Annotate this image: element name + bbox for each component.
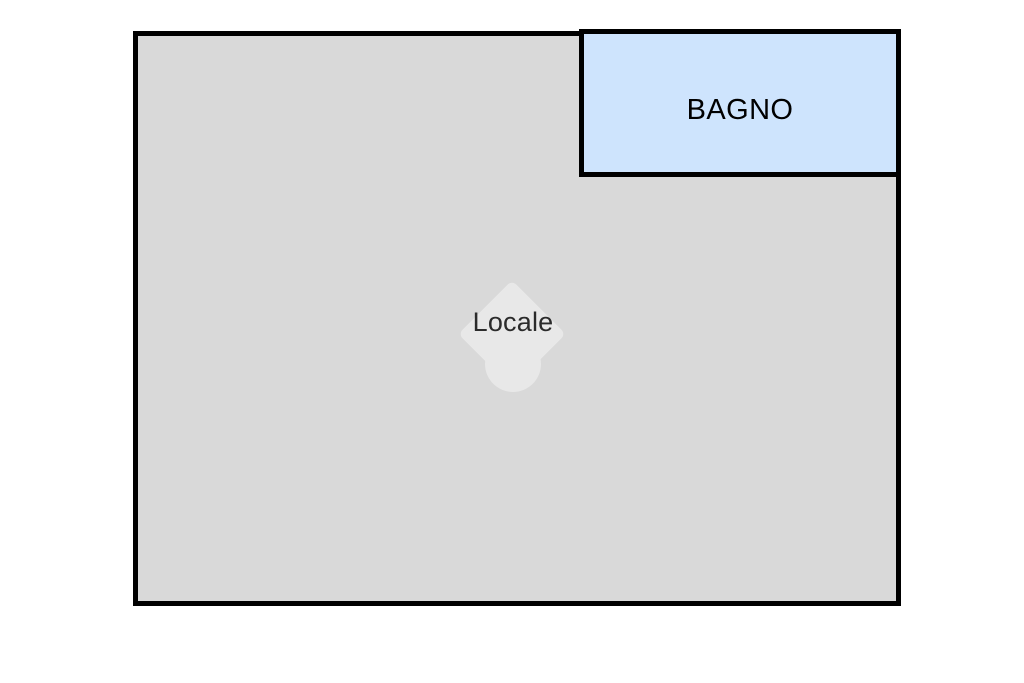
- room-bagno[interactable]: [579, 29, 901, 177]
- room-label-locale: Locale: [472, 307, 554, 337]
- room-label-bagno: BAGNO: [686, 94, 794, 126]
